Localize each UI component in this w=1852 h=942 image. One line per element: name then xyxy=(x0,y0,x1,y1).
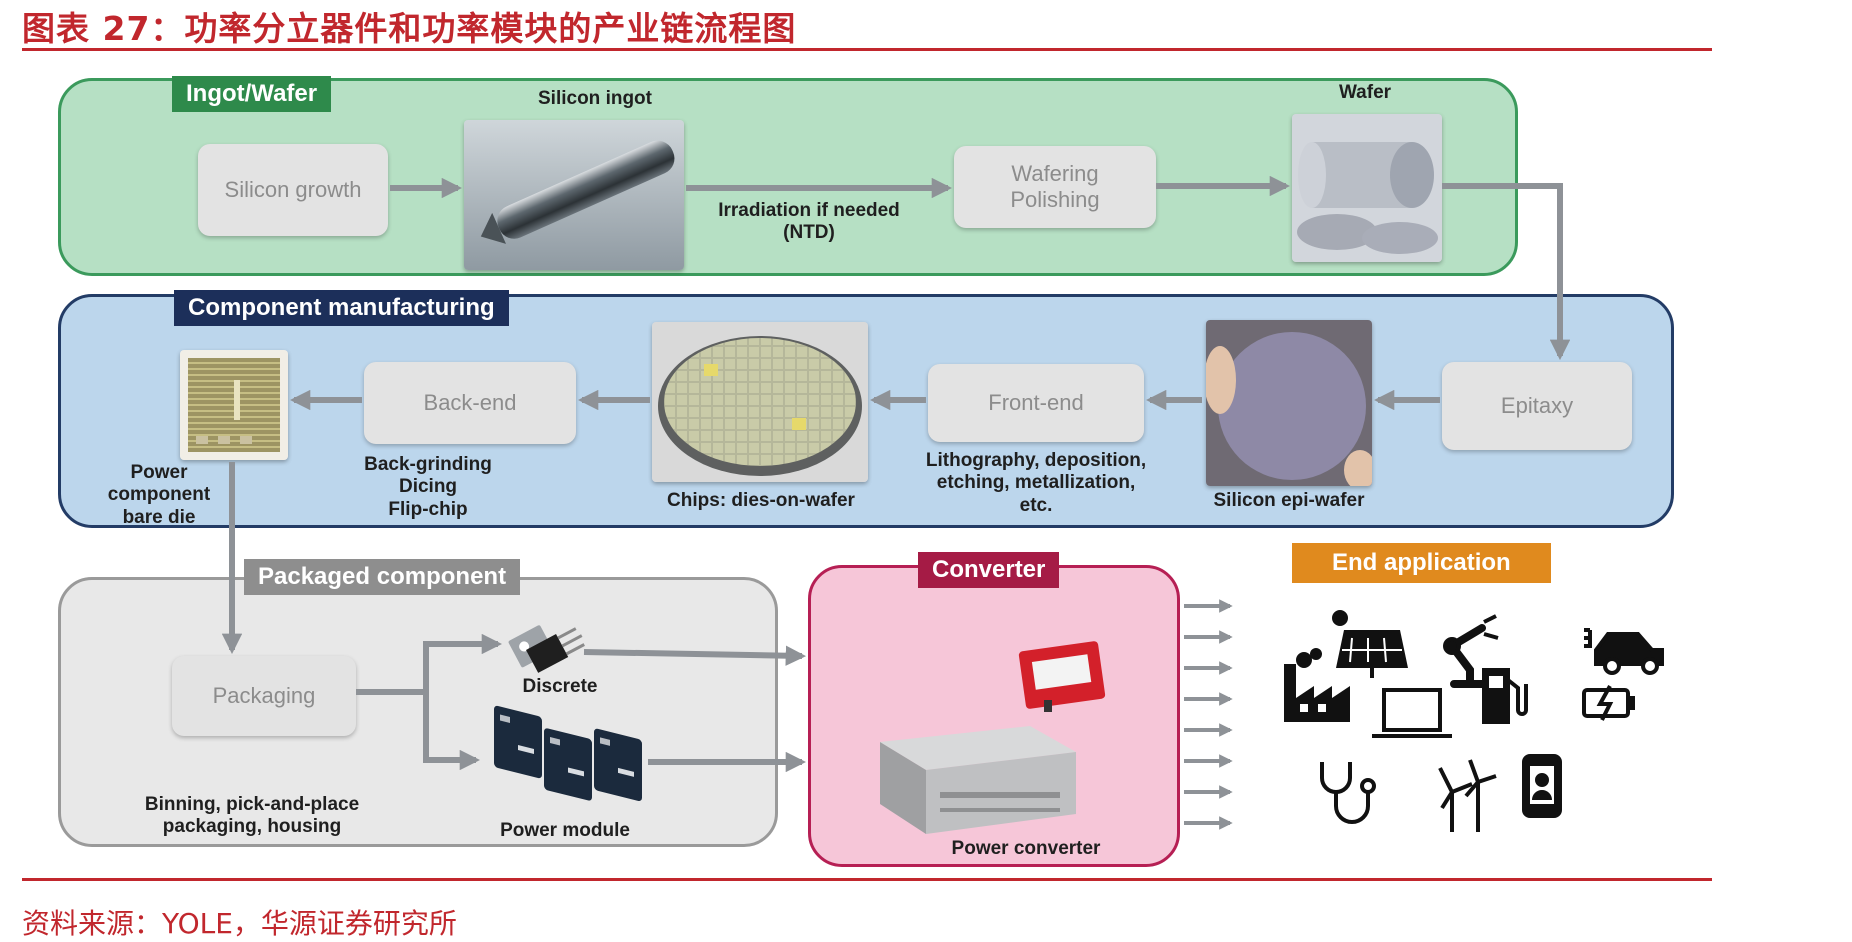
packaged-component-tag: Packaged component xyxy=(244,559,521,595)
ingot-wafer-tag: Ingot/Wafer xyxy=(172,76,332,112)
figure-title: 图表 27：功率分立器件和功率模块的产业链流程图 xyxy=(22,9,797,48)
converter-tag: Converter xyxy=(918,552,1060,588)
power-converter-label: Power converter xyxy=(951,838,1101,859)
wafering-polishing-step: Wafering Polishing xyxy=(954,146,1156,228)
silicon-ingot-image xyxy=(464,120,684,270)
front-end-step: Front-end xyxy=(928,364,1144,442)
binning-label: Binning, pick-and-place packaging, housi… xyxy=(144,794,360,838)
epitaxy-step: Epitaxy xyxy=(1442,362,1632,450)
wafer-image xyxy=(1292,114,1442,262)
battery-charging-icon xyxy=(1582,685,1635,721)
wafer-label: Wafer xyxy=(1338,82,1392,103)
laptop-icon xyxy=(1372,688,1452,738)
silicon-growth-step: Silicon growth xyxy=(198,144,388,236)
end-application-icons xyxy=(1284,606,1724,836)
bare-die-image xyxy=(180,350,288,460)
back-end-detail-label: Back-grinding Dicing Flip-chip xyxy=(364,454,492,520)
packaging-step: Packaging xyxy=(172,656,356,736)
epi-wafer-label: Silicon epi-wafer xyxy=(1213,490,1365,511)
chips-label: Chips: dies-on-wafer xyxy=(667,490,855,511)
end-application-tag: End application xyxy=(1292,543,1551,583)
irradiation-label: Irradiation if needed (NTD) xyxy=(718,200,900,244)
discrete-transistor-image xyxy=(508,616,586,682)
dies-on-wafer-image xyxy=(652,322,868,482)
factory-icon xyxy=(1284,648,1350,722)
power-module-label: Power module xyxy=(500,820,630,841)
wind-turbine-icon xyxy=(1438,759,1497,832)
source-note: 资料来源：YOLE，华源证券研究所 xyxy=(22,907,457,940)
title-rule xyxy=(22,48,1712,51)
inverter-image xyxy=(1014,636,1112,718)
power-module-image xyxy=(482,700,648,802)
electric-car-icon xyxy=(1584,628,1664,675)
front-end-detail-label: Lithography, deposition, etching, metall… xyxy=(925,450,1147,516)
bare-die-label: Power component bare die xyxy=(107,462,211,528)
silicon-ingot-label: Silicon ingot xyxy=(538,88,652,109)
discrete-label: Discrete xyxy=(522,676,598,697)
epi-wafer-image xyxy=(1206,320,1372,486)
footer-rule xyxy=(22,878,1712,881)
power-converter-image xyxy=(880,712,1076,838)
back-end-step: Back-end xyxy=(364,362,576,444)
component-manufacturing-tag: Component manufacturing xyxy=(174,290,509,326)
smartphone-icon xyxy=(1522,754,1562,818)
stethoscope-icon xyxy=(1320,762,1376,824)
fuel-pump-icon xyxy=(1482,668,1528,724)
solar-panel-icon xyxy=(1332,610,1408,678)
